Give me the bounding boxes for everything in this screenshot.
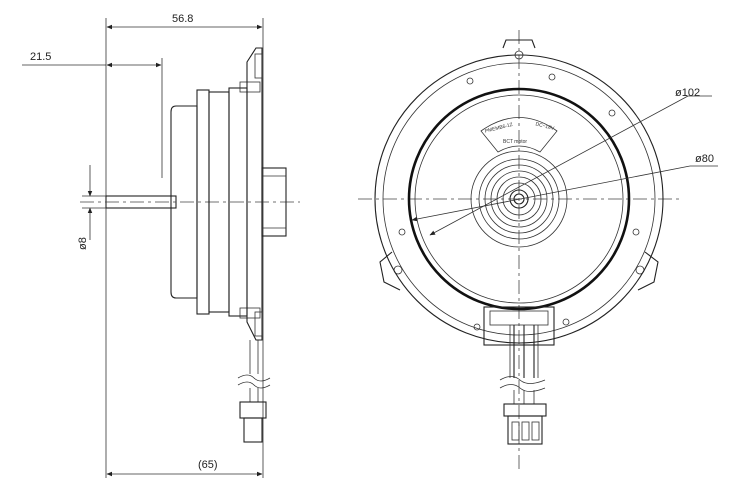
dim-overall-depth: 56.8 [172, 13, 193, 25]
dim-total-length: (65) [198, 459, 218, 471]
outer-flange [374, 54, 664, 344]
front-view: PMEMB6-1Z DC~18V BCT motor ø102 ø80 [358, 30, 718, 470]
motor-housing [170, 105, 198, 299]
dim-shaft-extension: 21.5 [30, 51, 51, 63]
stator-ring [407, 87, 631, 311]
mounting-flange [246, 47, 263, 341]
label-plate [480, 117, 558, 153]
cable-gland [483, 306, 555, 346]
shaft-end [513, 193, 525, 205]
dim-line-outer-diameter [429, 95, 689, 236]
label-type: BCT motor [503, 139, 527, 145]
side-view: 56.8 21.5 ø8 [22, 13, 300, 478]
mounting-tab-left [379, 251, 401, 291]
label-voltage: DC~18V [535, 121, 556, 132]
mounting-tab-right [637, 251, 659, 291]
label-model: PMEMB6-1Z [484, 122, 513, 135]
rear-hub [261, 167, 287, 237]
dim-stator-diameter: ø80 [695, 153, 714, 165]
dim-shaft-diameter: ø8 [77, 237, 89, 250]
cable-connector [239, 401, 267, 419]
connector-front [503, 403, 547, 417]
dim-outer-diameter: ø102 [675, 87, 700, 99]
mounting-tab-top [502, 39, 536, 49]
dim-line-stator-diameter [411, 165, 691, 222]
